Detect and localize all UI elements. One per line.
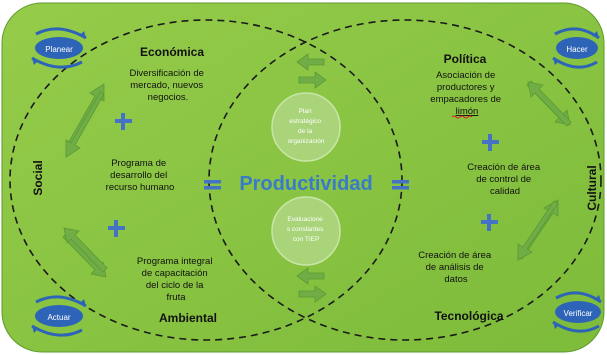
planear-label: Planear	[45, 45, 73, 54]
right-top-diagonal-arrows	[526, 80, 572, 127]
programa-integral-text: Programa integral de capacitación del ci…	[137, 256, 215, 303]
planear-badge	[35, 37, 83, 59]
diversificacion-text: Diversificación de mercado, nuevos negoc…	[129, 68, 206, 103]
equals-right	[392, 180, 409, 190]
hacer-badge	[556, 37, 598, 59]
dimension-tecnologica: Tecnológica	[434, 309, 503, 323]
creacion-control-text: Creación de área de control de calidad	[467, 162, 543, 197]
plus-left-bottom	[108, 220, 125, 237]
equals-left	[204, 180, 221, 190]
center-bottom-arrows	[296, 267, 327, 303]
creacion-analisis-text: Creación de área de análisis de datos	[418, 250, 494, 285]
productividad-title: Productividad	[239, 173, 372, 195]
right-dashed-ellipse	[208, 19, 602, 341]
dimension-social: Social	[31, 160, 45, 195]
plan-circle	[271, 92, 341, 162]
plus-right-bottom	[481, 214, 498, 231]
actuar-label: Actuar	[47, 313, 70, 322]
plan-estrategico-text: Plan estratégico de la organización	[288, 108, 325, 145]
planear-cycle: Planear	[31, 27, 87, 69]
dimension-politica: Política	[444, 52, 487, 66]
programa-desarrollo-text: Programa de desarrollo del recurso human…	[106, 158, 175, 193]
left-bottom-diagonal-arrows	[62, 227, 108, 278]
plus-left-top	[115, 113, 132, 130]
verificar-cycle: Verificar	[552, 291, 602, 333]
asociacion-text: Asociación de productores y empacadores …	[430, 70, 503, 117]
spelling-underline	[451, 115, 473, 119]
verificar-badge	[555, 301, 601, 323]
dimension-ambiental: Ambiental	[159, 311, 217, 325]
actuar-badge	[35, 305, 83, 327]
left-top-diagonal-arrows	[65, 83, 105, 158]
center-top-arrows	[296, 53, 327, 89]
actuar-cycle: Actuar	[31, 295, 87, 337]
hacer-label: Hacer	[566, 45, 588, 54]
plus-right-top	[482, 134, 499, 151]
hacer-cycle: Hacer	[552, 27, 600, 69]
dimension-cultural: Cultural	[585, 165, 599, 210]
right-bottom-diagonal-arrows	[517, 199, 559, 261]
dimension-economica: Económica	[140, 45, 204, 59]
evaluacion-text: Evaluacione s constantes con TIEP	[287, 216, 325, 243]
verificar-label: Verificar	[564, 309, 593, 318]
evaluacion-circle	[271, 196, 341, 266]
